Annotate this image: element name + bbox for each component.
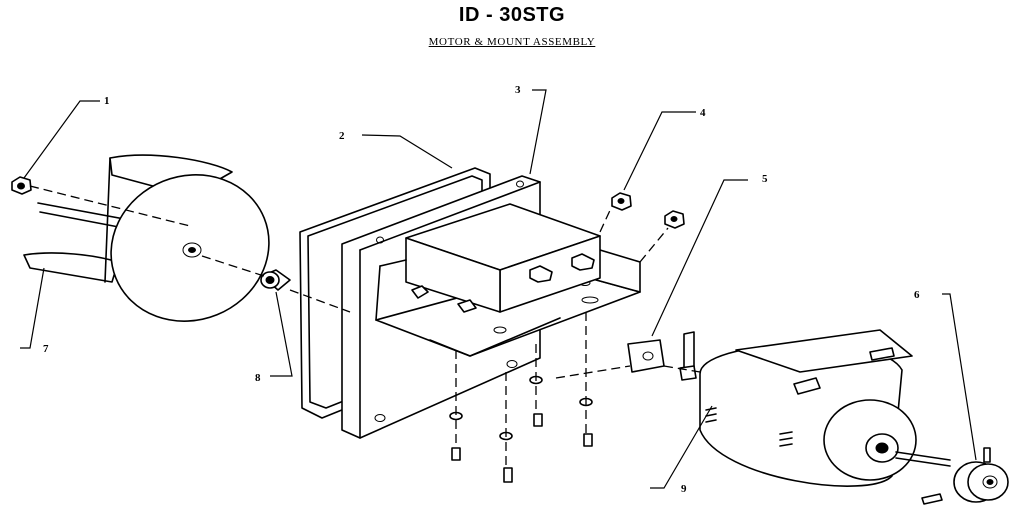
mount-nuts xyxy=(611,192,685,229)
callout-3: 3 xyxy=(515,84,521,96)
motor-mount-bracket xyxy=(341,175,641,439)
diagram-subtitle: MOTOR & MOUNT ASSEMBLY xyxy=(428,36,596,48)
callout-9: 9 xyxy=(681,483,687,495)
callout-4: 4 xyxy=(700,107,706,119)
assembly-center-lines xyxy=(29,185,701,468)
fan-blade xyxy=(23,154,270,322)
callout-1: 1 xyxy=(104,95,110,107)
callout-6: 6 xyxy=(914,289,920,301)
spacer xyxy=(260,269,291,291)
motor xyxy=(699,329,951,487)
callout-7: 7 xyxy=(43,343,49,355)
fan-nut xyxy=(11,176,32,195)
callout-2: 2 xyxy=(339,130,345,142)
capacitor-bracket xyxy=(627,331,697,381)
bolts-and-washers xyxy=(449,375,593,483)
callout-8: 8 xyxy=(255,372,261,384)
pulley xyxy=(921,447,1009,505)
diagram-title: ID - 30STG xyxy=(458,4,566,26)
callout-5: 5 xyxy=(762,173,768,185)
callout-leaders xyxy=(20,89,977,489)
